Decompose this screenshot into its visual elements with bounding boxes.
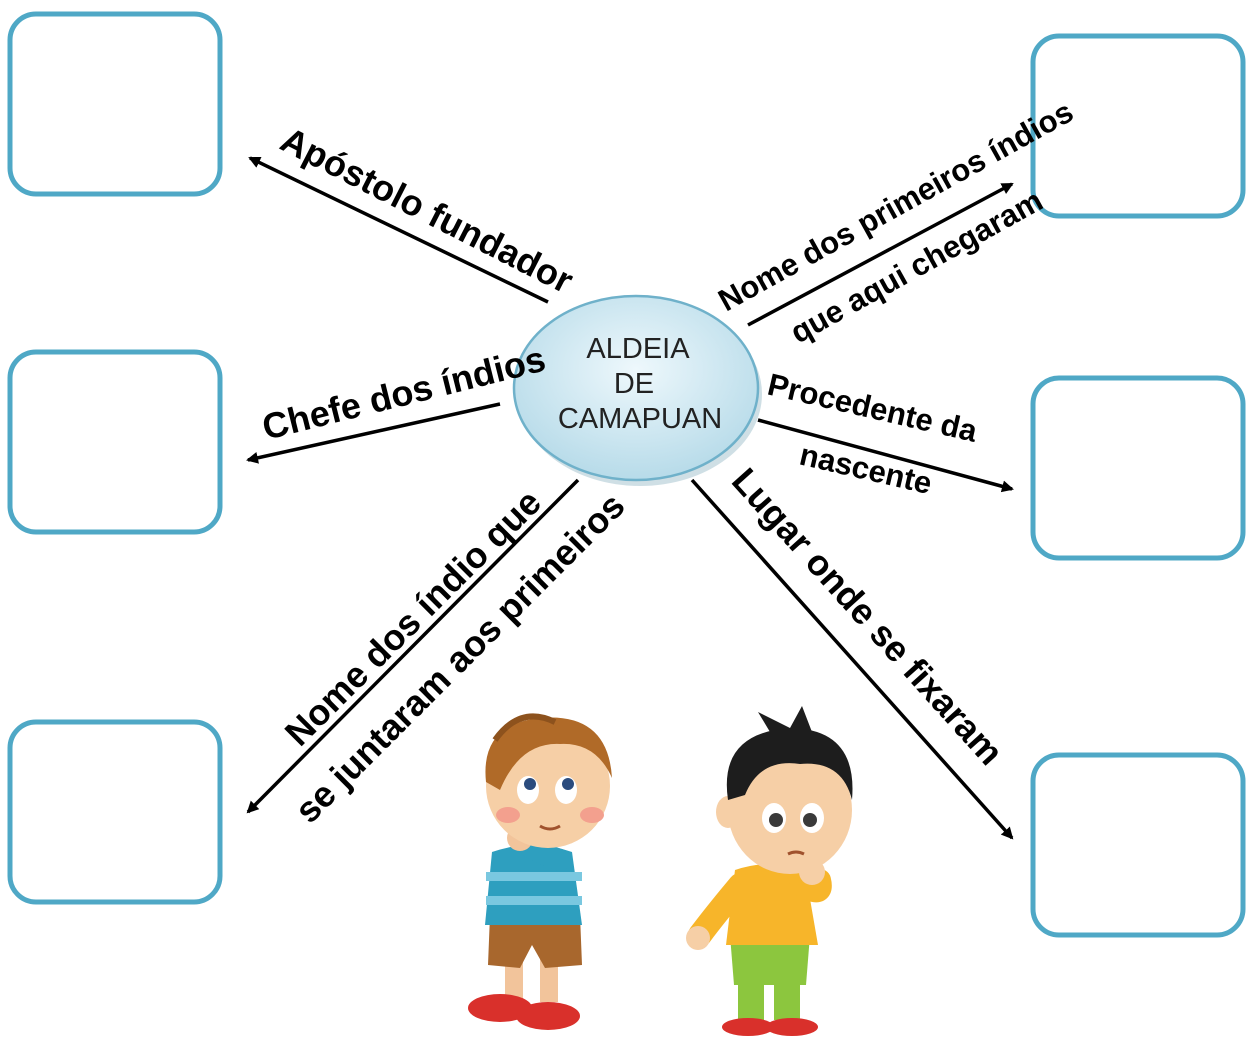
label-apostolo: Apóstolo fundador [274, 119, 579, 302]
arrow-procedente [757, 418, 1014, 493]
thinking-boy-left-illustration [468, 713, 612, 1030]
answer-box-bottom-left[interactable] [7, 719, 223, 905]
arrow-chefe [246, 402, 501, 464]
answer-box-bottom-right[interactable] [1030, 752, 1246, 938]
label-procedente-line2: nascente [796, 437, 935, 501]
center-title-line1: ALDEIA [586, 333, 690, 365]
answer-box-top-left[interactable] [7, 11, 223, 197]
arrow-lugar [690, 478, 1014, 840]
thinking-boy-right-illustration [686, 706, 853, 1036]
answer-box-middle-left[interactable] [7, 349, 223, 535]
center-title-line3: CAMAPUAN [558, 403, 722, 435]
center-node: ALDEIA DE CAMAPUAN [512, 294, 762, 486]
label-chefe: Chefe dos índios [258, 338, 549, 448]
answer-box-middle-right[interactable] [1030, 375, 1246, 561]
arrow-primeiros [747, 182, 1014, 327]
arrow-apostolo [248, 156, 549, 304]
label-procedente-line1: Procedente da [764, 367, 981, 449]
center-title-line2: DE [614, 368, 654, 400]
arrow-nome-indio [246, 478, 580, 814]
answer-box-top-right[interactable] [1030, 33, 1246, 219]
